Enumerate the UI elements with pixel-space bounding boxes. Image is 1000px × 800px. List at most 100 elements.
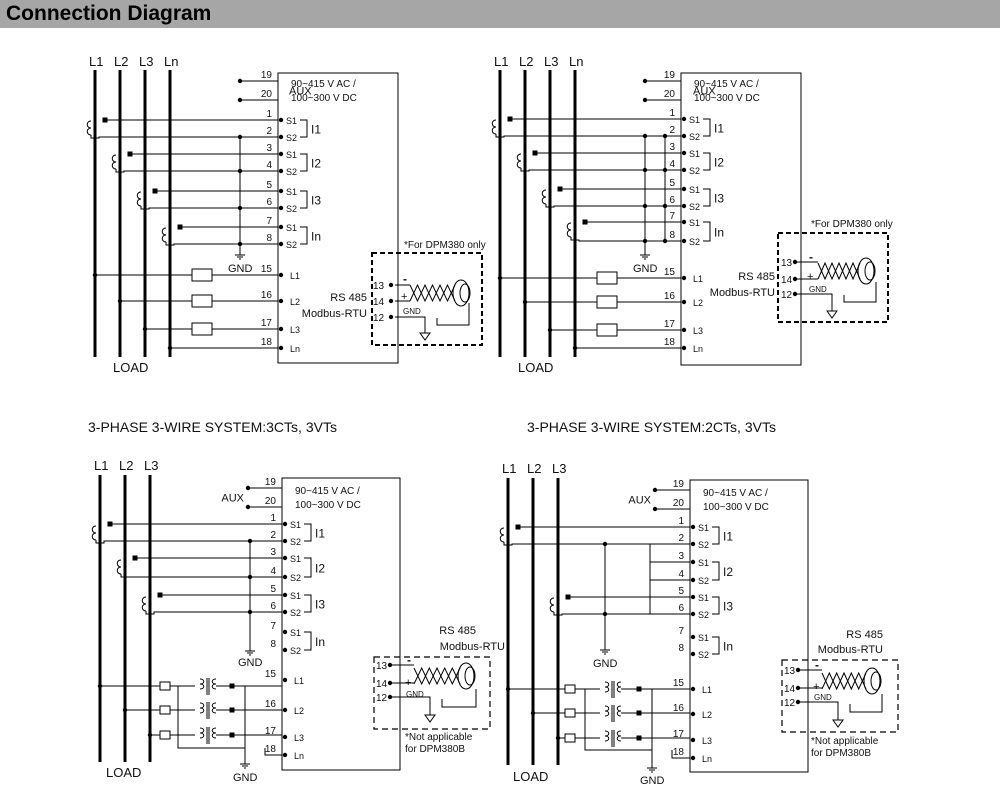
voltage-input-label: L1 (294, 676, 304, 686)
ct-input-label: In (723, 640, 733, 654)
s1-label: S1 (689, 218, 700, 228)
terminal-number: 12 (784, 698, 796, 709)
ct-input-label: I2 (723, 565, 733, 579)
terminal-dot (282, 555, 288, 561)
ct-input-bracket (703, 221, 711, 242)
terminal-dot (690, 686, 696, 692)
s2-label: S2 (286, 133, 297, 143)
terminal-number: 17 (664, 319, 676, 330)
shielded-cable (413, 662, 476, 690)
ct-input-bracket (304, 594, 312, 613)
fuse-symbol (159, 730, 171, 740)
voltage-input-label: L2 (290, 297, 300, 307)
terminal-dot (681, 203, 687, 209)
voltage-input-label: L2 (693, 298, 703, 308)
aux-terminal-dot (237, 97, 243, 103)
ground-symbol (600, 649, 610, 655)
ct-coil (499, 527, 505, 543)
terminal-number: 12 (781, 290, 793, 301)
ground-symbol (245, 650, 255, 656)
ct-input-label: I3 (311, 194, 321, 208)
junction-dot (792, 259, 798, 265)
rs485-box (781, 659, 899, 733)
supply-voltage-label: 100~300 V DC (291, 93, 357, 104)
twisted-pair (409, 283, 456, 303)
s1-label: S1 (286, 116, 297, 126)
load-label: LOAD (518, 360, 553, 375)
supply-voltage-label: 90~415 V AC / (694, 79, 759, 90)
diagram-caption: 3-PHASE 3-WIRE SYSTEM:3CTs, 3VTs (88, 419, 337, 435)
ct-input-bracket (300, 226, 308, 245)
terminal-dot (690, 524, 696, 530)
vt-primary-coil (199, 702, 205, 714)
terminal-dot (690, 711, 696, 717)
terminal-dot (278, 205, 284, 211)
voltage-transformer (604, 681, 622, 698)
voltage-input-label: L1 (693, 274, 703, 284)
terminal-number: 14 (784, 684, 796, 695)
terminal-dot (282, 521, 288, 527)
terminal-number: 14 (376, 679, 388, 690)
terminal-dot (681, 186, 687, 192)
s2-label: S2 (286, 167, 297, 177)
phase-label: L2 (519, 54, 533, 69)
minus-label: - (815, 658, 819, 672)
s1-label: S1 (689, 149, 700, 159)
ct-coil (91, 525, 97, 541)
voltage-input-label: L2 (294, 706, 304, 716)
terminal-dot (681, 133, 687, 139)
shield-drain (436, 303, 470, 326)
rs485-optional-box (777, 232, 889, 323)
ct-input-bracket (304, 631, 312, 651)
s1-label: S1 (689, 115, 700, 125)
voltage-transformer (199, 678, 217, 695)
terminal-number: 15 (261, 264, 273, 275)
terminal-number: 8 (678, 643, 684, 654)
dpm380-note: *For DPM380 only (404, 240, 486, 251)
s1-label: S1 (290, 554, 301, 564)
terminal-number: 7 (266, 216, 272, 227)
ground-label: GND (238, 657, 263, 669)
terminal-number: 18 (261, 337, 273, 348)
terminal-number: 16 (261, 290, 273, 301)
fuse-symbol (596, 295, 618, 309)
vt-star-link (177, 686, 246, 749)
terminal-number: 8 (270, 639, 276, 650)
ct-coil (116, 559, 122, 575)
terminal-dot (690, 541, 696, 547)
shield-drain (843, 282, 877, 303)
terminal-number: 20 (673, 498, 685, 509)
terminal-number: 19 (673, 479, 685, 490)
gnd-label: GND (809, 285, 827, 294)
terminal-dot (690, 611, 696, 617)
junction-dot (662, 133, 668, 139)
meter-box (689, 479, 809, 773)
junction-dot (795, 699, 801, 705)
s1-label: S1 (286, 187, 297, 197)
not-applicable-note: for DPM380B (405, 744, 465, 755)
title-bar: Connection Diagram (0, 0, 1000, 28)
load-label: LOAD (513, 769, 548, 784)
ct-coil (141, 596, 147, 612)
ct-input-bracket (712, 526, 720, 545)
ct-derived-wire (649, 544, 690, 563)
cable-shield (863, 667, 881, 695)
cable-shield (457, 662, 475, 690)
not-applicable-note: *Not applicable (405, 732, 473, 743)
ct-input-bracket (703, 118, 711, 137)
terminal-dot (681, 150, 687, 156)
phase-label: L1 (94, 458, 108, 473)
terminal-number: 7 (669, 211, 675, 222)
terminal-dot (282, 677, 288, 683)
shielded-cable (409, 279, 471, 307)
load-label: LOAD (106, 765, 141, 780)
terminal-number: 19 (664, 70, 676, 81)
terminal-number: 3 (669, 142, 675, 153)
aux-terminal-dot (642, 97, 648, 103)
s1-label: S1 (698, 593, 709, 603)
phase-label: L1 (89, 54, 103, 69)
terminal-number: 6 (266, 197, 272, 208)
junction-dot (642, 203, 648, 209)
neutral-link (264, 748, 282, 756)
